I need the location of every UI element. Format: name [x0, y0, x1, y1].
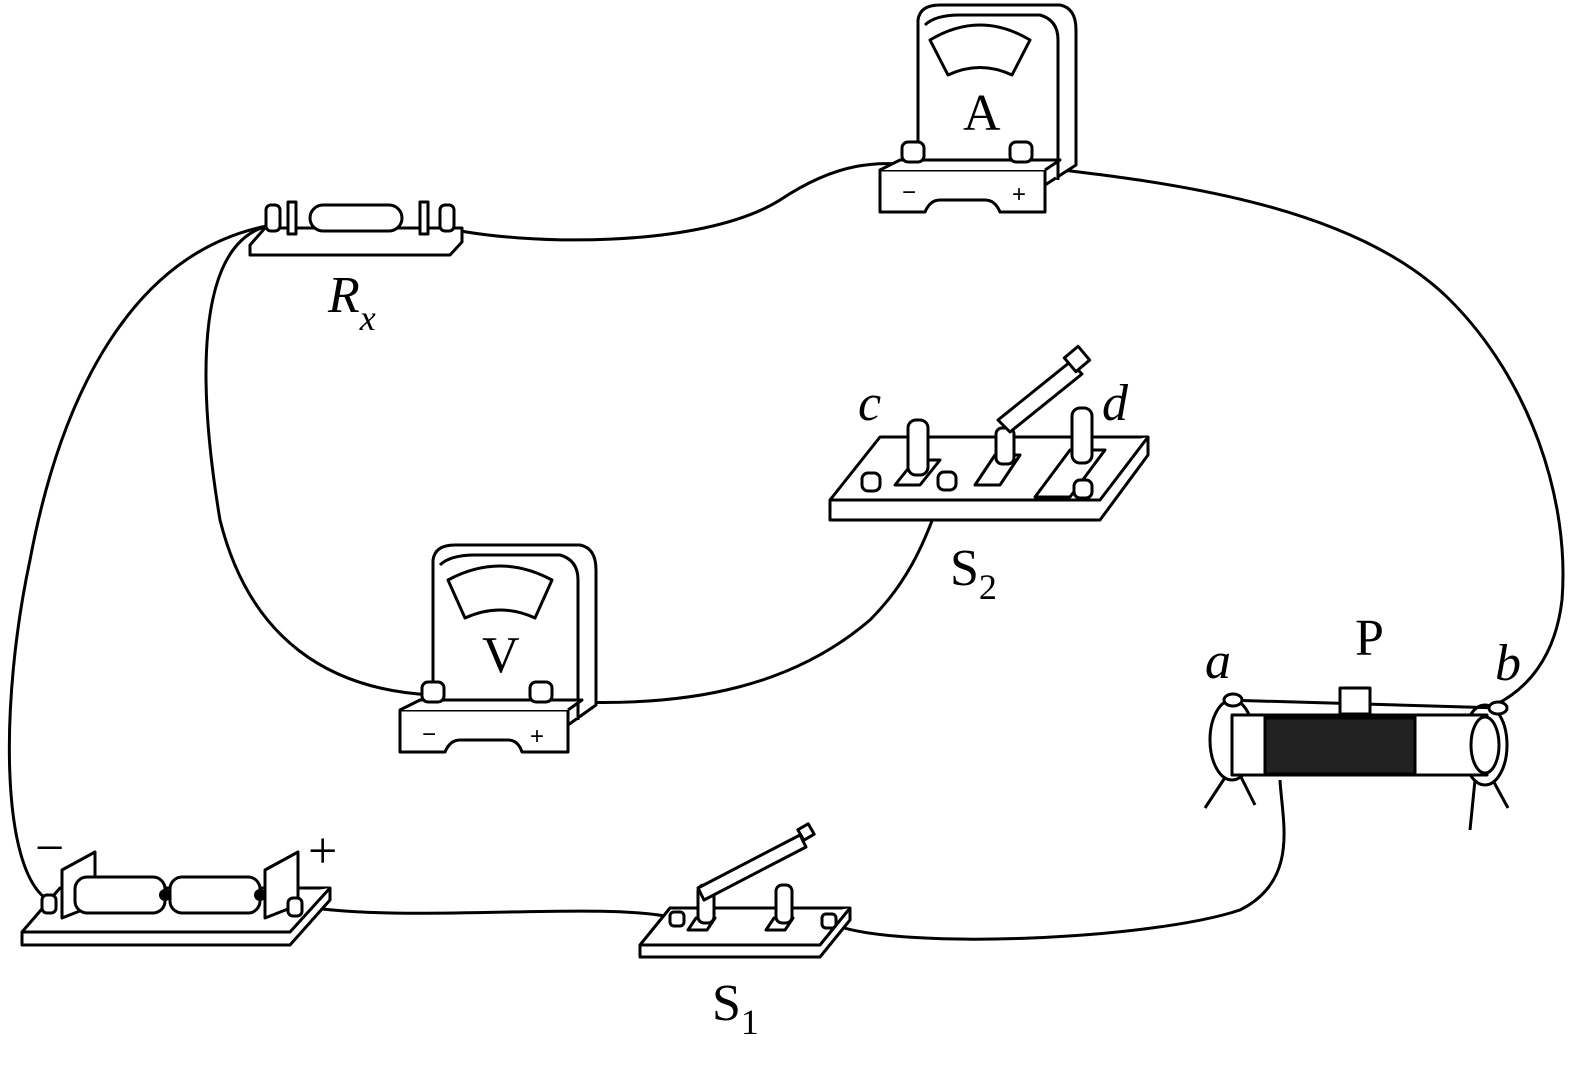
s1-label-sub: 1	[741, 1002, 759, 1042]
ammeter-plus: +	[1012, 181, 1026, 208]
voltmeter: V − +	[398, 543, 598, 754]
wire-battery-to-s1	[294, 903, 676, 920]
rheostat-terminal-b: b	[1495, 635, 1521, 692]
battery-minus: −	[35, 820, 64, 877]
s2-label: S2	[950, 540, 997, 607]
resistor-rx: Rx	[248, 200, 464, 338]
s2-blade	[996, 360, 1084, 434]
resistor-label-sub: x	[359, 298, 376, 338]
wire-battery-to-rx	[7, 223, 273, 902]
rheostat: a P b	[1203, 610, 1521, 831]
s2-terminal-d: d	[1102, 375, 1129, 432]
voltmeter-minus: −	[422, 721, 436, 748]
wire-rx-to-voltmeter	[204, 223, 433, 697]
ammeter-label: A	[963, 85, 1001, 142]
resistor-label-main: R	[327, 267, 360, 324]
ammeter-dial	[928, 23, 1032, 77]
wire-voltmeter-to-s2	[539, 489, 947, 704]
wire-rx-to-ammeter	[445, 162, 913, 242]
ammeter: A − +	[878, 3, 1078, 214]
voltmeter-label: V	[482, 627, 520, 684]
s2-label-sub: 2	[979, 567, 997, 607]
rheostat-slider-label: P	[1355, 610, 1384, 667]
s2-terminal-c: c	[858, 375, 881, 432]
rheostat-slider[interactable]	[1338, 686, 1372, 716]
switch-s1: S1	[638, 822, 852, 1042]
s1-label-main: S	[712, 975, 741, 1032]
wire-ammeter-to-rheostat-b	[1019, 163, 1565, 707]
rheostat-coil	[1263, 716, 1417, 776]
voltmeter-dial	[446, 564, 554, 620]
rheostat-terminal-a: a	[1205, 633, 1231, 690]
wires	[7, 162, 1565, 941]
battery-plus: +	[308, 823, 337, 880]
switch-s2: c d S2	[828, 344, 1150, 607]
battery: − +	[20, 820, 337, 947]
s1-label: S1	[712, 975, 759, 1042]
ammeter-minus: −	[902, 179, 916, 206]
resistor-label: Rx	[327, 267, 376, 338]
voltmeter-plus: +	[530, 723, 544, 750]
wire-s1-to-rheostat-a	[834, 779, 1286, 941]
s1-blade	[696, 833, 808, 902]
s2-label-main: S	[950, 540, 979, 597]
